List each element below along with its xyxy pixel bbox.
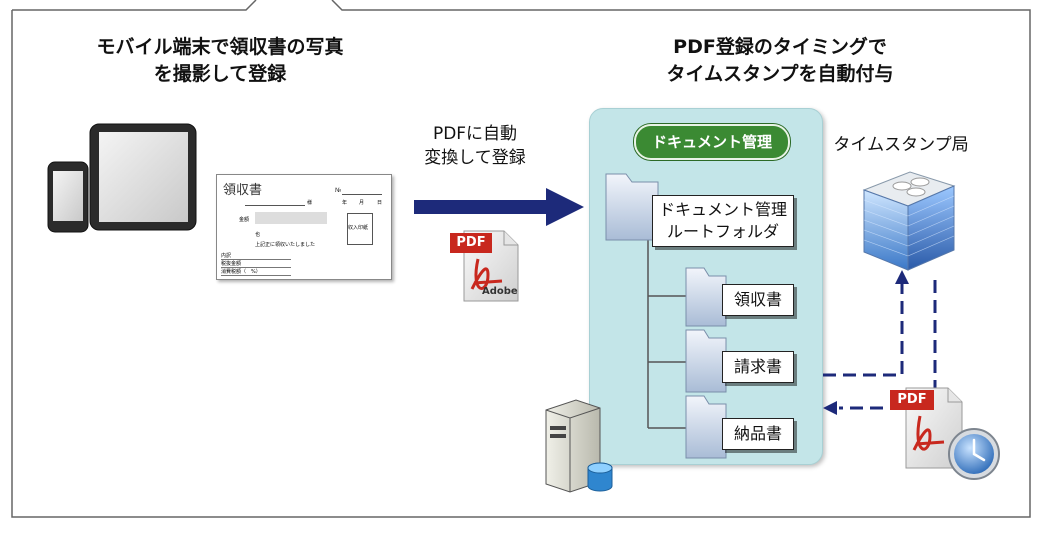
receipt-title: 領収書 xyxy=(223,183,263,198)
building-icon xyxy=(862,171,956,271)
timestamped-pdf-label: PDF xyxy=(897,392,927,407)
receipt-date-year: 年 xyxy=(342,200,348,206)
right-heading: PDF登録のタイミングで タイムスタンプを自動付与 xyxy=(600,34,960,88)
left-heading-line1: モバイル端末で領収書の写真 xyxy=(96,36,344,58)
receipt-date-month: 月 xyxy=(359,200,365,206)
pdf-file-icon: PDF Adobe xyxy=(448,225,524,305)
pdf-icon-label: PDF xyxy=(456,235,486,250)
doc-management-title: ドキュメント管理 xyxy=(634,124,790,160)
folder-invoices[interactable]: 請求書 xyxy=(722,351,794,383)
receipt-stamp-box xyxy=(347,213,373,245)
receipt-document: 領収書 № 様 年 月 日 金額 也 収入印紙 上記正に領収いたしました 内訳 … xyxy=(216,174,392,280)
timestamped-pdf-icon: PDF xyxy=(886,382,1002,482)
receipt-breakdown-3: 消費税額（ %） xyxy=(221,269,261,275)
receipt-amount-note: 也 xyxy=(255,232,261,238)
server-icon xyxy=(545,399,613,493)
folder-tree xyxy=(605,173,727,459)
root-folder-icon xyxy=(605,173,659,241)
convert-label: PDFに自動 変換して登録 xyxy=(400,122,550,170)
convert-label-line2: 変換して登録 xyxy=(424,148,526,168)
convert-arrow xyxy=(414,188,584,226)
left-heading: モバイル端末で領収書の写真 を撮影して登録 xyxy=(40,34,400,88)
folder-invoices-label: 請求書 xyxy=(733,357,782,376)
folder-receipts[interactable]: 領収書 xyxy=(722,284,794,316)
receipt-amount-label: 金額 xyxy=(239,217,250,223)
folder-delivery-notes-label: 納品書 xyxy=(733,424,782,443)
mobile-devices-icon xyxy=(47,123,197,233)
receipt-stamp-label: 収入印紙 xyxy=(348,225,369,231)
folder-delivery-notes[interactable]: 納品書 xyxy=(722,418,794,450)
receipt-breakdown-2: 税抜金額 xyxy=(221,261,242,267)
receipt-received-text: 上記正に領収いたしました xyxy=(255,242,316,248)
right-heading-line1: PDF登録のタイミングで xyxy=(673,36,887,58)
root-folder-label-line1: ドキュメント管理 xyxy=(658,200,787,219)
convert-label-line1: PDFに自動 xyxy=(432,124,518,144)
folder-receipts-label: 領収書 xyxy=(733,290,782,309)
adobe-label: Adobe xyxy=(482,286,518,297)
receipt-recipient-suffix: 様 xyxy=(307,200,313,206)
receipt-no-label: № xyxy=(335,187,342,194)
root-folder-label-line2: ルートフォルダ xyxy=(666,222,779,241)
left-heading-line2: を撮影して登録 xyxy=(153,63,287,85)
receipt-amount-box xyxy=(255,212,327,224)
right-heading-line2: タイムスタンプを自動付与 xyxy=(666,63,894,85)
receipt-date-day: 日 xyxy=(377,200,383,206)
root-folder-label: ドキュメント管理 ルートフォルダ xyxy=(652,195,794,247)
timestamp-authority-label: タイムスタンプ局 xyxy=(833,135,969,155)
receipt-breakdown-1: 内訳 xyxy=(221,253,232,259)
